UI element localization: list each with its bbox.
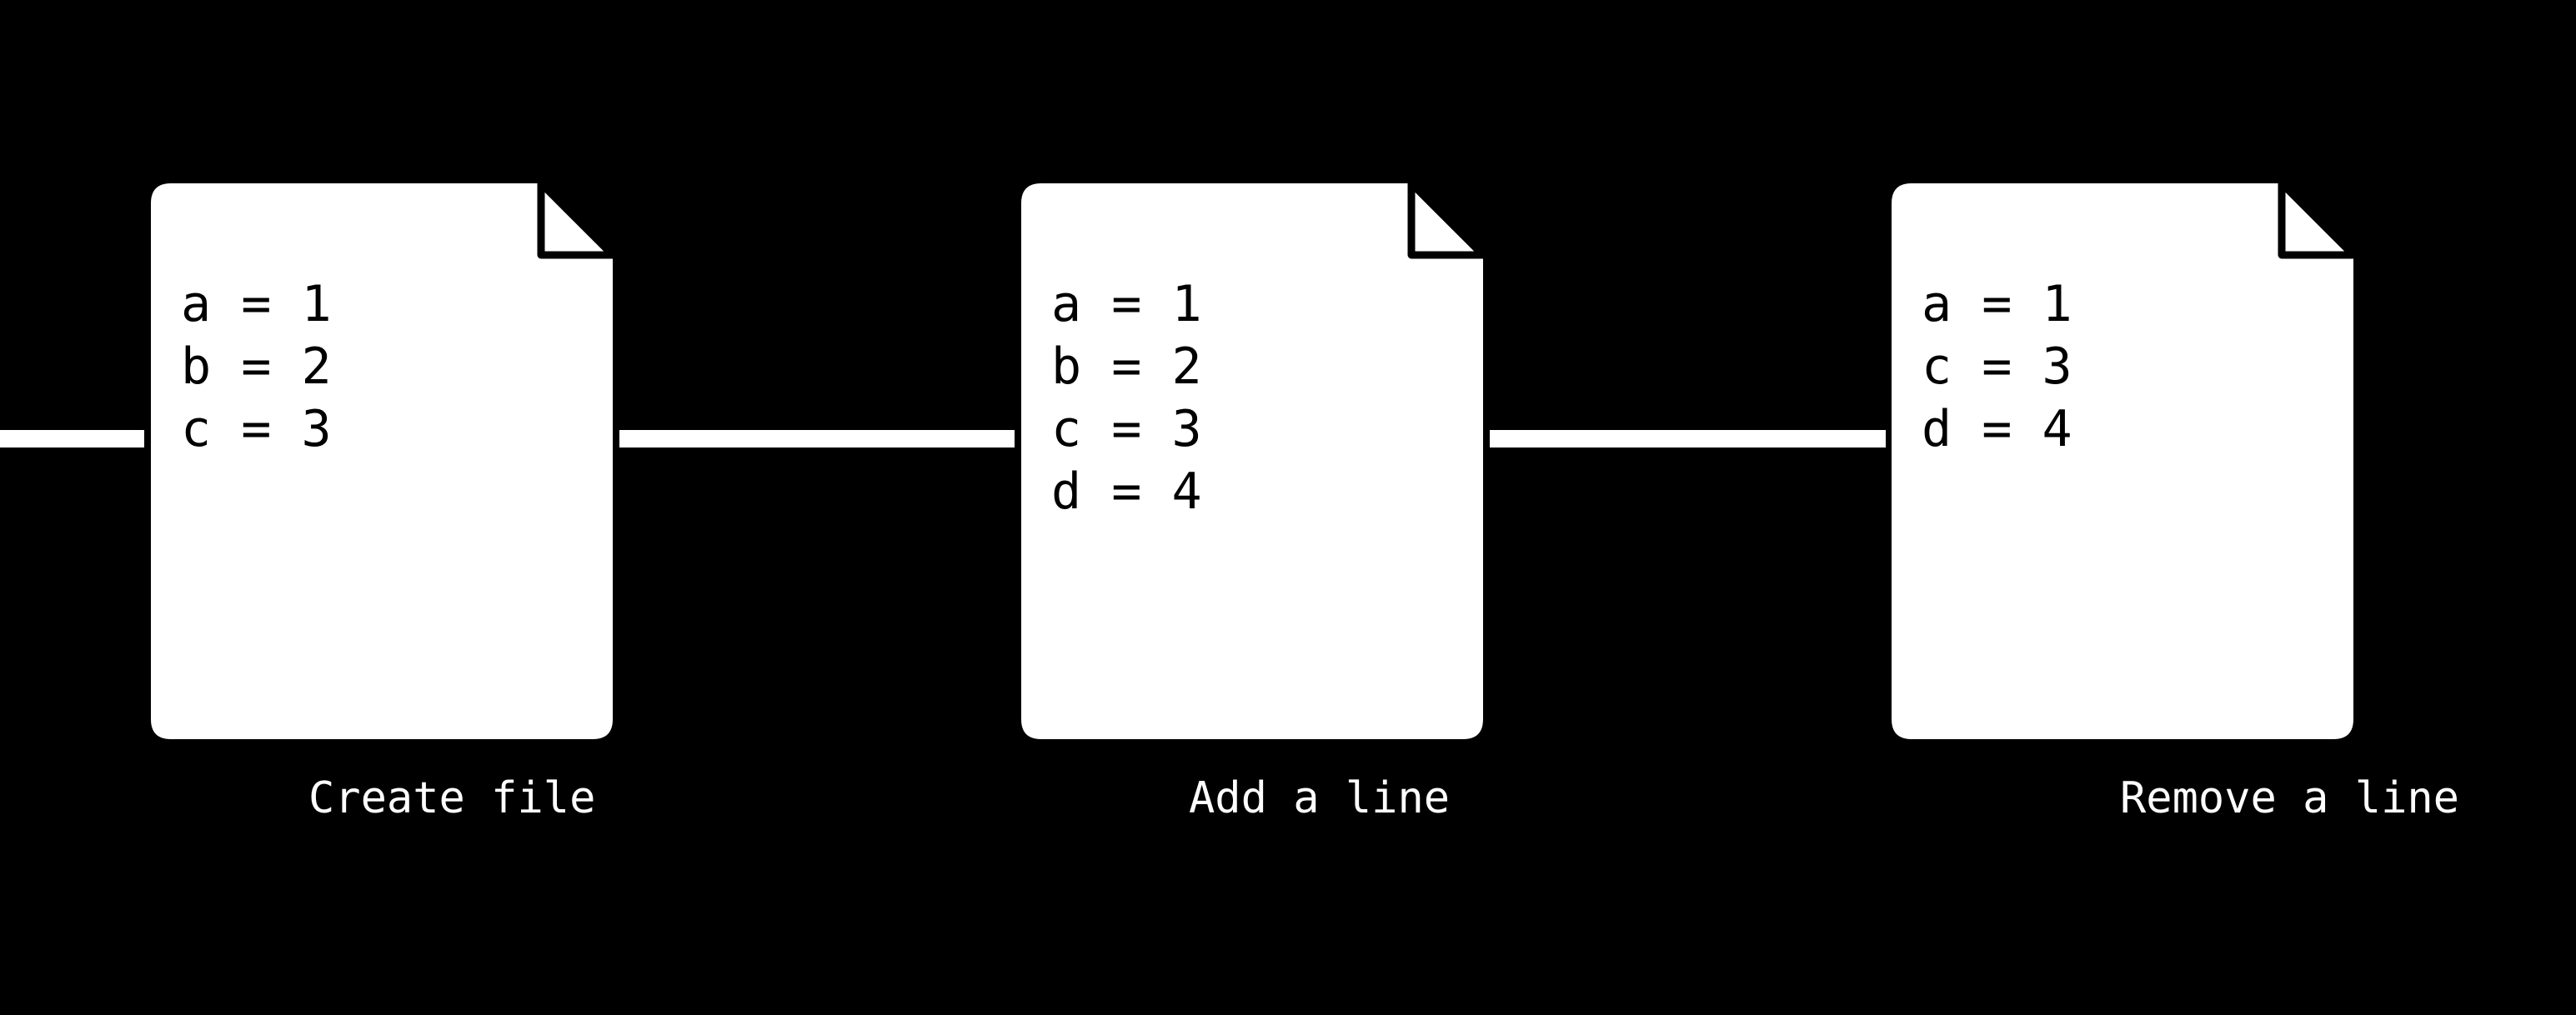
file-line: c = 3 xyxy=(181,400,332,458)
file-line: c = 3 xyxy=(1922,338,2072,396)
connector-line xyxy=(619,430,1015,448)
step-caption: Add a line xyxy=(1189,773,1451,823)
step-caption: Remove a line xyxy=(2120,773,2459,823)
connector-line xyxy=(0,430,144,448)
file-line: b = 2 xyxy=(181,338,332,396)
connector-line xyxy=(1490,430,1886,448)
file-line: c = 3 xyxy=(1051,400,1202,458)
file-line: d = 4 xyxy=(1051,462,1202,521)
step-caption: Create file xyxy=(308,773,596,823)
file-line: a = 1 xyxy=(1922,275,2072,333)
file-line: a = 1 xyxy=(1051,275,1202,333)
file-line: a = 1 xyxy=(181,275,332,333)
file-line: d = 4 xyxy=(1922,400,2072,458)
file-line: b = 2 xyxy=(1051,338,1202,396)
